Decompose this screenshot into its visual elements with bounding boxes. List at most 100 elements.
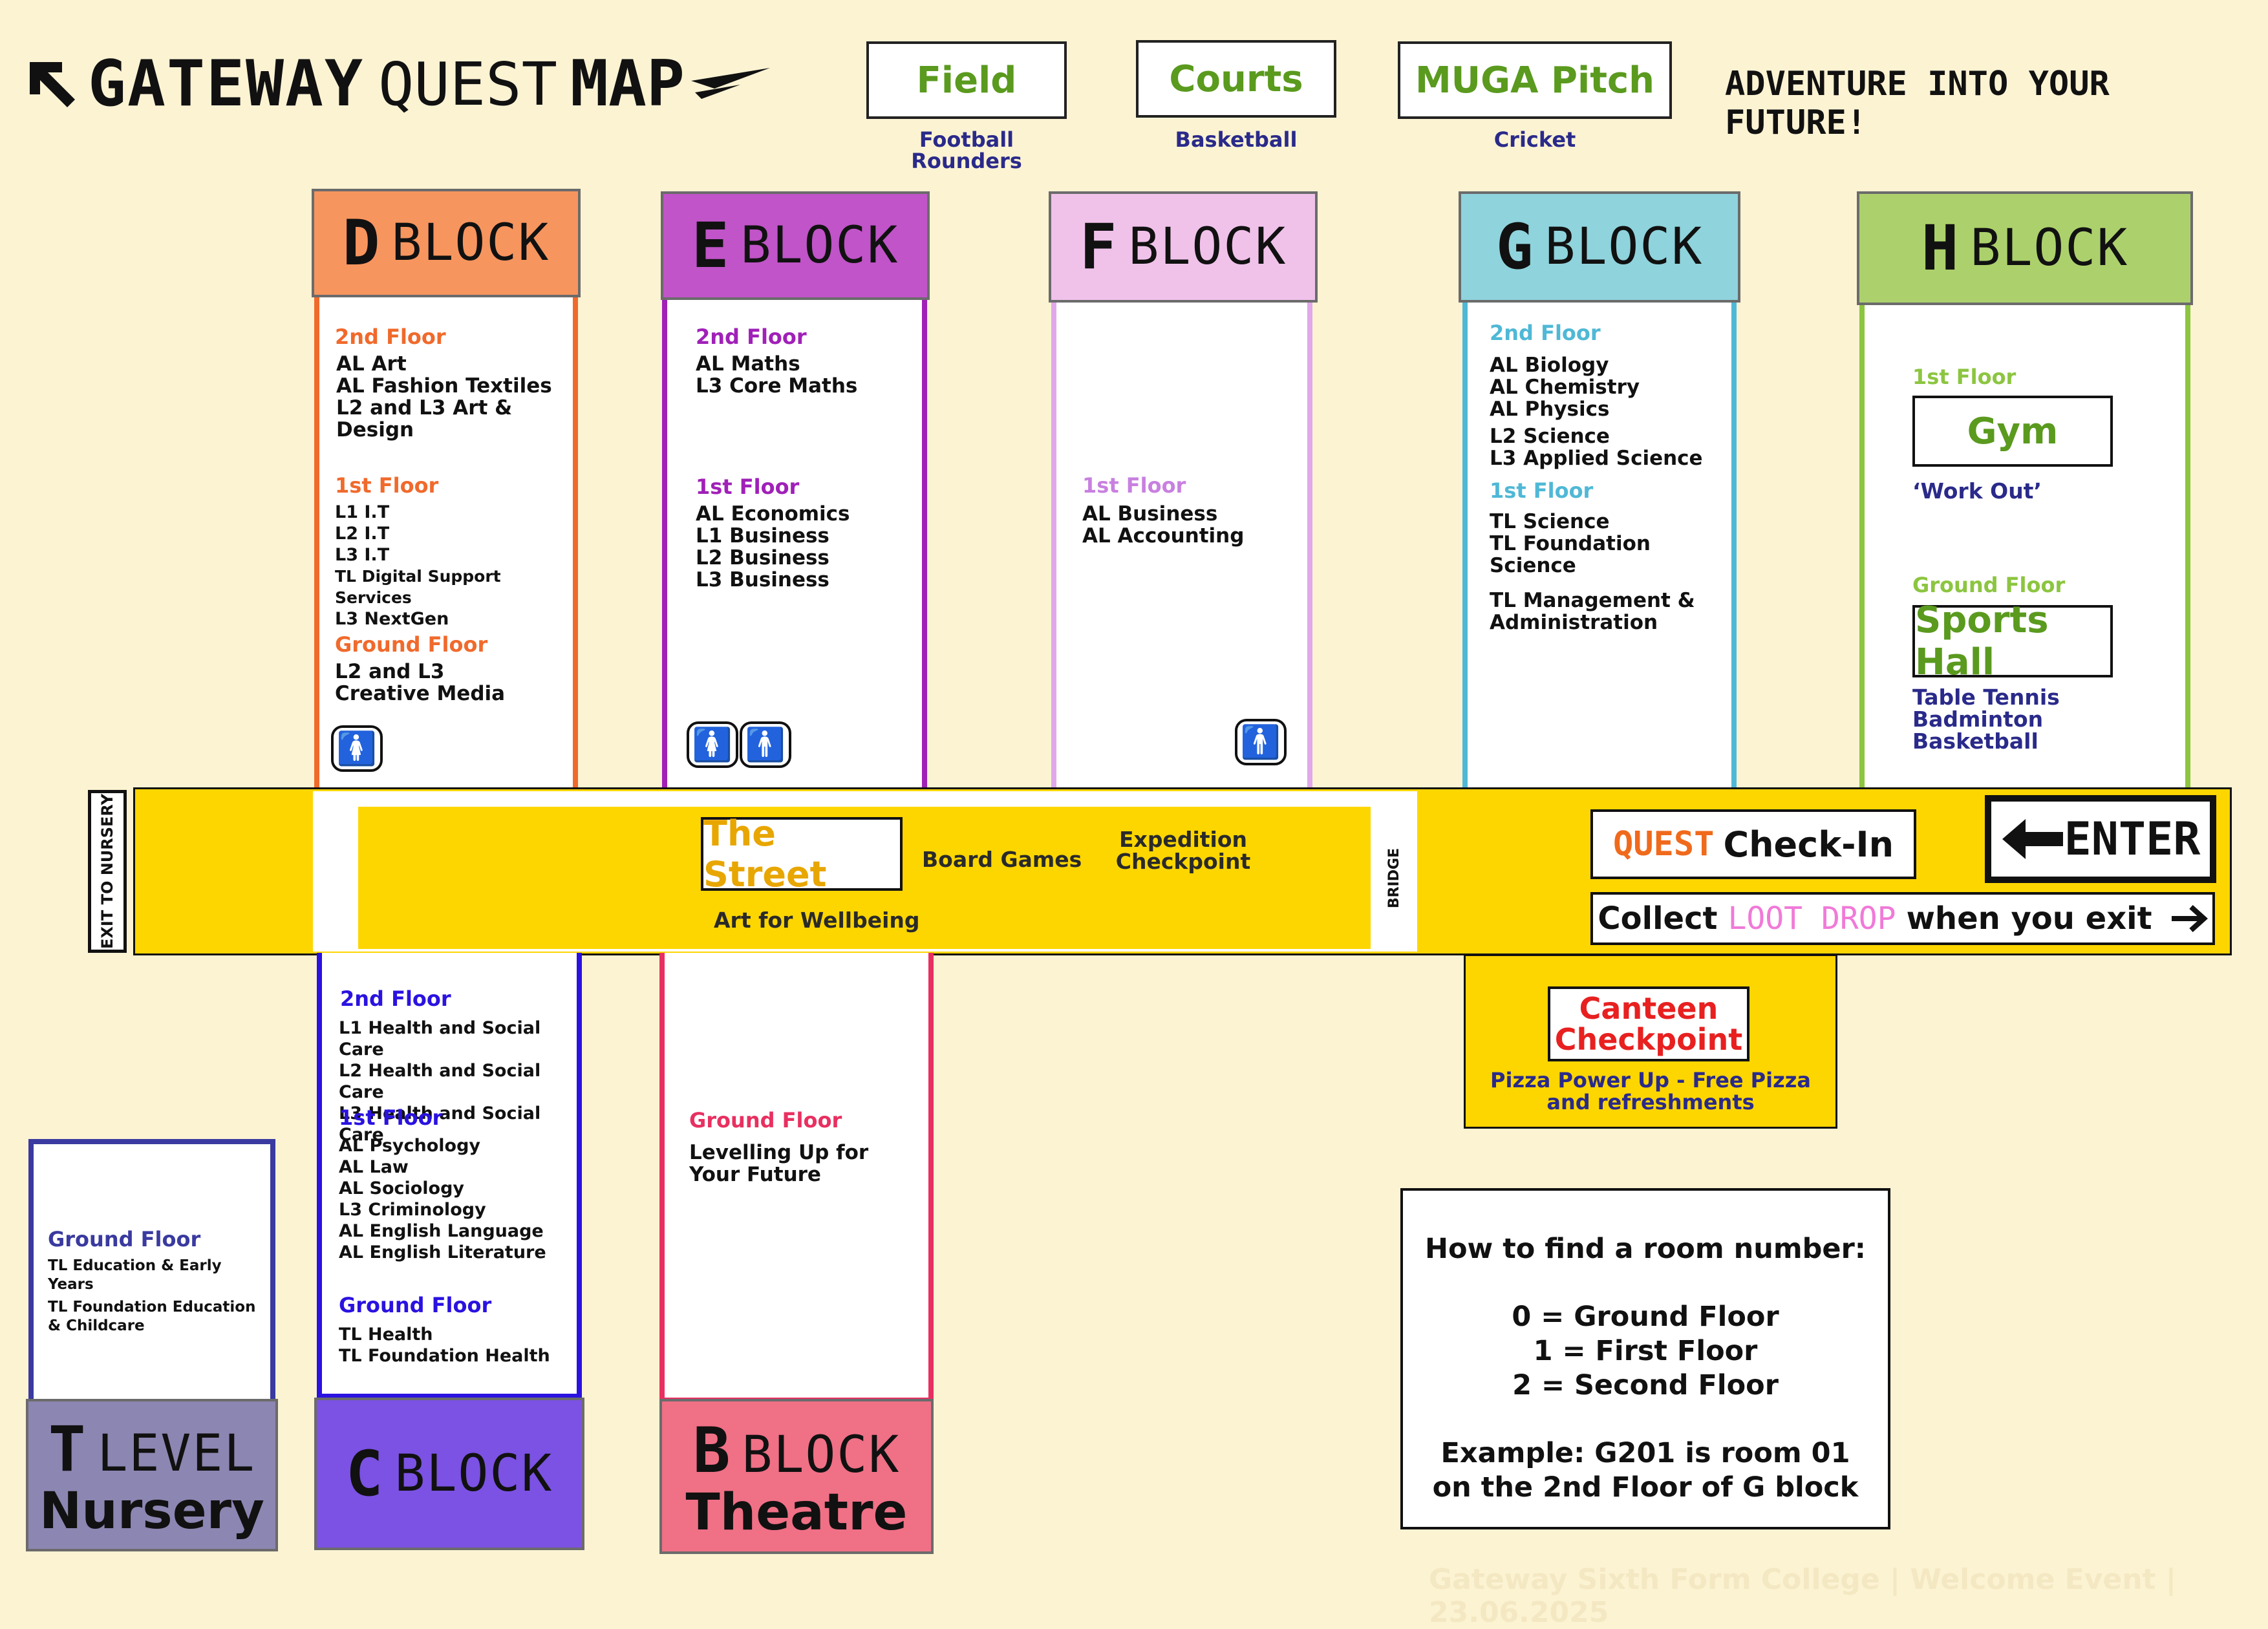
gym-box[interactable]: Gym: [1912, 396, 2113, 467]
course: AL Art: [336, 352, 407, 376]
floor-label: 2nd Floor: [335, 325, 446, 349]
guide-line: 0 = Ground Floor: [1512, 1301, 1779, 1333]
guide-example: Example: G201 is room 01: [1440, 1437, 1850, 1469]
exit-nursery-button[interactable]: EXIT TO NURSERY: [88, 790, 127, 953]
quest-checkin-button[interactable]: QUEST Check-In: [1590, 809, 1916, 879]
g-block-body: 2nd Floor AL Biology AL Chemistry AL Phy…: [1462, 284, 1737, 789]
course: AL Fashion Textiles: [336, 374, 552, 398]
c-block-body: 2nd Floor L1 Health and Social Care L2 H…: [317, 953, 582, 1399]
muga-button[interactable]: MUGA Pitch: [1398, 41, 1672, 119]
course: L1 Health and Social Care: [339, 1018, 541, 1059]
course: AL Chemistry: [1490, 376, 1640, 399]
bridge-label: BRIDGE: [1386, 847, 1403, 908]
arrow-up-left-icon: [30, 62, 75, 107]
course: AL Physics: [1490, 398, 1610, 421]
guide-line: 2 = Second Floor: [1512, 1369, 1779, 1401]
course: L3 Applied Science: [1490, 447, 1703, 470]
course: AL Accounting: [1082, 524, 1245, 548]
b-block-body: Ground Floor Levelling Up for Your Futur…: [659, 953, 934, 1403]
floor-label: 1st Floor: [339, 1105, 443, 1130]
floor-label: Ground Floor: [1912, 573, 2066, 597]
title-gateway: GATEWAY: [88, 47, 365, 121]
course: AL English Language: [339, 1221, 544, 1241]
course: Your Future: [689, 1163, 821, 1186]
course: TL Foundation Education: [48, 1299, 256, 1315]
sports-hall-box[interactable]: Sports Hall: [1912, 599, 2113, 683]
male-toilet-icon: 🚹: [1235, 719, 1287, 765]
course: TL Digital Support Services: [335, 567, 501, 607]
course: Administration: [1490, 611, 1658, 634]
course: L2 and L3 Art & Design: [336, 396, 513, 442]
guide-example: on the 2nd Floor of G block: [1432, 1471, 1859, 1504]
course: AL Law: [339, 1157, 409, 1177]
floor-label: 1st Floor: [335, 473, 439, 498]
field-button[interactable]: Field: [866, 41, 1067, 119]
the-street-box[interactable]: The Street: [701, 813, 903, 895]
floor-label: Ground Floor: [689, 1108, 842, 1133]
loot-drop-banner: Collect LOOT DROP when you exit: [1590, 892, 2215, 945]
room-number-guide: How to find a room number: 0 = Ground Fl…: [1400, 1188, 1890, 1529]
hall-item: Badminton: [1912, 707, 2044, 732]
floor-label: 1st Floor: [1490, 478, 1594, 503]
course: L3 Criminology: [339, 1200, 486, 1220]
tagline: ADVENTURE INTO YOUR FUTURE!: [1725, 65, 2110, 142]
female-toilet-icon: 🚺: [331, 725, 383, 772]
arrow-right-icon: [2171, 905, 2208, 932]
course: Creative Media: [335, 682, 506, 705]
course: AL Sociology: [339, 1178, 465, 1198]
course: & Childcare: [48, 1317, 145, 1334]
course: Levelling Up for: [689, 1141, 869, 1164]
art-wellbeing-label: Art for Wellbeing: [714, 908, 920, 933]
course: L2 I.T: [335, 524, 390, 544]
course: L2 Health and Social Care: [339, 1061, 541, 1102]
female-toilet-icon: 🚺: [687, 721, 738, 768]
course: L3 NextGen: [335, 609, 449, 629]
nursery-body: Ground Floor TL Education & Early Years …: [28, 1139, 275, 1405]
course: AL Business: [1082, 502, 1218, 526]
floor-label: 1st Floor: [1912, 365, 2017, 389]
courts-sub: Basketball: [1175, 127, 1298, 152]
hall-item: Table Tennis: [1912, 685, 2060, 710]
floor-label: 1st Floor: [696, 474, 800, 499]
course: TL Management &: [1490, 589, 1695, 612]
footer-text: Gateway Sixth Form College | Welcome Eve…: [1429, 1563, 2176, 1629]
guide-title: How to find a room number:: [1425, 1233, 1866, 1265]
enter-button[interactable]: ENTER: [1985, 795, 2216, 883]
course: TL Health: [339, 1325, 433, 1345]
courts-button[interactable]: Courts: [1136, 40, 1336, 118]
course: L1 I.T: [335, 502, 390, 522]
course: TL Foundation Science: [1490, 532, 1651, 577]
floor-label: Ground Floor: [335, 632, 488, 657]
course: TL Foundation Health: [339, 1346, 550, 1366]
muga-sub: Cricket: [1493, 127, 1576, 152]
floor-label: 2nd Floor: [340, 986, 451, 1011]
floor-label: Ground Floor: [339, 1293, 492, 1317]
course: L3 Health and Social Care: [339, 1103, 541, 1145]
title-quest: QUEST: [378, 49, 557, 119]
arrow-left-icon: [2002, 819, 2063, 859]
course: L2 Science: [1490, 425, 1610, 448]
course: L2 Business: [696, 546, 829, 570]
course: TL Science: [1490, 510, 1610, 533]
male-toilet-icon: 🚹: [740, 721, 791, 768]
speed-arrow-icon: [690, 68, 770, 99]
h-block-body: 1st Floor Gym ‘Work Out’ Ground Floor Sp…: [1859, 284, 2190, 789]
course: L3 Business: [696, 568, 829, 591]
title-map: MAP: [570, 47, 685, 121]
board-games-label: Board Games: [922, 847, 1082, 872]
f-block-body: 1st Floor AL Business AL Accounting 🚹: [1051, 284, 1312, 789]
hall-item: Basketball: [1912, 729, 2038, 754]
course: TL Education & Early Years: [48, 1257, 222, 1293]
d-block-body: 2nd Floor AL Art AL Fashion Textiles L2 …: [314, 284, 578, 789]
